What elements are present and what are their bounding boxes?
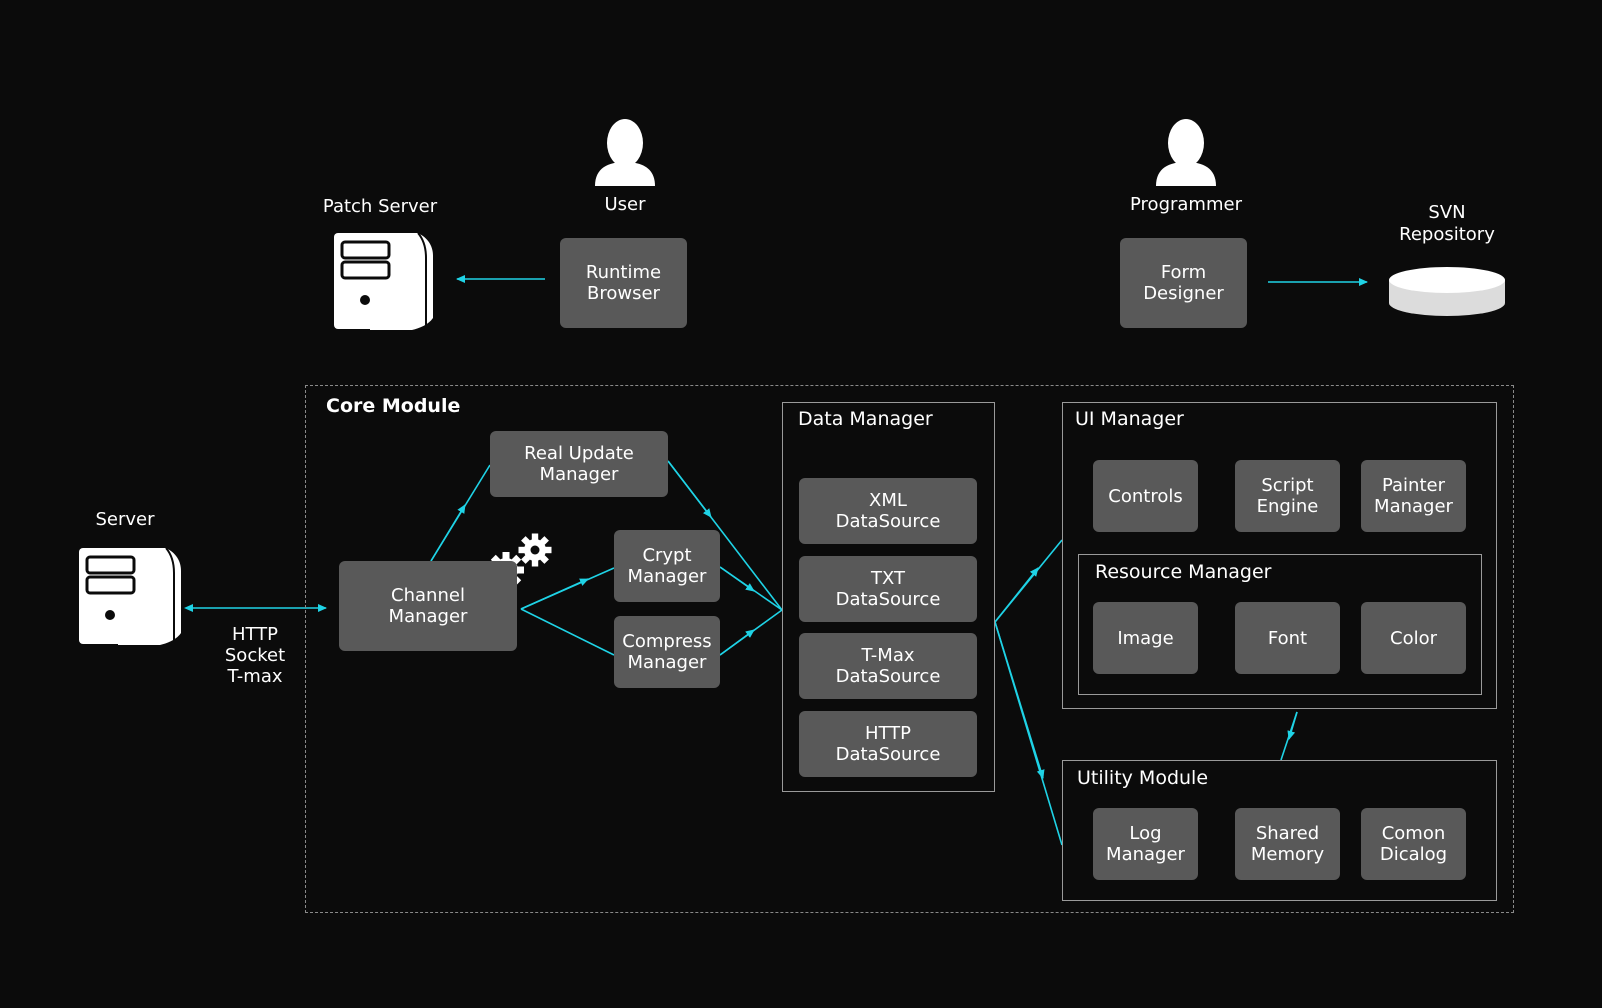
programmer-label: Programmer	[1130, 194, 1242, 215]
data-manager-frame	[782, 402, 995, 792]
user-label: User	[604, 194, 646, 215]
painter-manager-box[interactable]: Painter Manager	[1361, 460, 1466, 532]
color-box[interactable]: Color	[1361, 602, 1466, 674]
database-icon	[1389, 267, 1505, 316]
resource-manager-frame	[1078, 554, 1482, 695]
controls-box[interactable]: Controls	[1093, 460, 1198, 532]
resource-manager-title: Resource Manager	[1095, 561, 1272, 583]
comon-dicalog-box[interactable]: Comon Dicalog	[1361, 808, 1466, 880]
data-manager-title: Data Manager	[798, 408, 933, 430]
txt-datasource-box[interactable]: TXT DataSource	[799, 556, 977, 622]
real-update-manager-box[interactable]: Real Update Manager	[490, 431, 668, 497]
utility-module-title: Utility Module	[1077, 767, 1209, 789]
image-box[interactable]: Image	[1093, 602, 1198, 674]
server-icon	[79, 547, 181, 645]
patch-server-label: Patch Server	[322, 196, 438, 217]
runtime-browser-box[interactable]: Runtime Browser	[560, 238, 687, 328]
server-icon	[334, 232, 433, 330]
core-module-frame	[305, 385, 1514, 913]
compress-manager-box[interactable]: Compress Manager	[614, 616, 720, 688]
user-icon	[595, 119, 655, 186]
xml-datasource-box[interactable]: XML DataSource	[799, 478, 977, 544]
tmax-datasource-box[interactable]: T-Max DataSource	[799, 633, 977, 699]
utility-module-frame	[1062, 760, 1497, 901]
core-module-title: Core Module	[326, 395, 461, 417]
svn-repository-label: SVN Repository	[1399, 202, 1495, 245]
shared-memory-box[interactable]: Shared Memory	[1235, 808, 1340, 880]
programmer-icon	[1156, 119, 1216, 186]
log-manager-box[interactable]: Log Manager	[1093, 808, 1198, 880]
http-datasource-box[interactable]: HTTP DataSource	[799, 711, 977, 777]
server-label: Server	[95, 509, 155, 530]
protocols-label: HTTP Socket T-max	[224, 624, 286, 687]
channel-manager-box[interactable]: Channel Manager	[339, 561, 517, 651]
script-engine-box[interactable]: Script Engine	[1235, 460, 1340, 532]
form-designer-box[interactable]: Form Designer	[1120, 238, 1247, 328]
crypt-manager-box[interactable]: Crypt Manager	[614, 530, 720, 602]
ui-manager-frame	[1062, 402, 1497, 709]
font-box[interactable]: Font	[1235, 602, 1340, 674]
ui-manager-title: UI Manager	[1075, 408, 1184, 430]
